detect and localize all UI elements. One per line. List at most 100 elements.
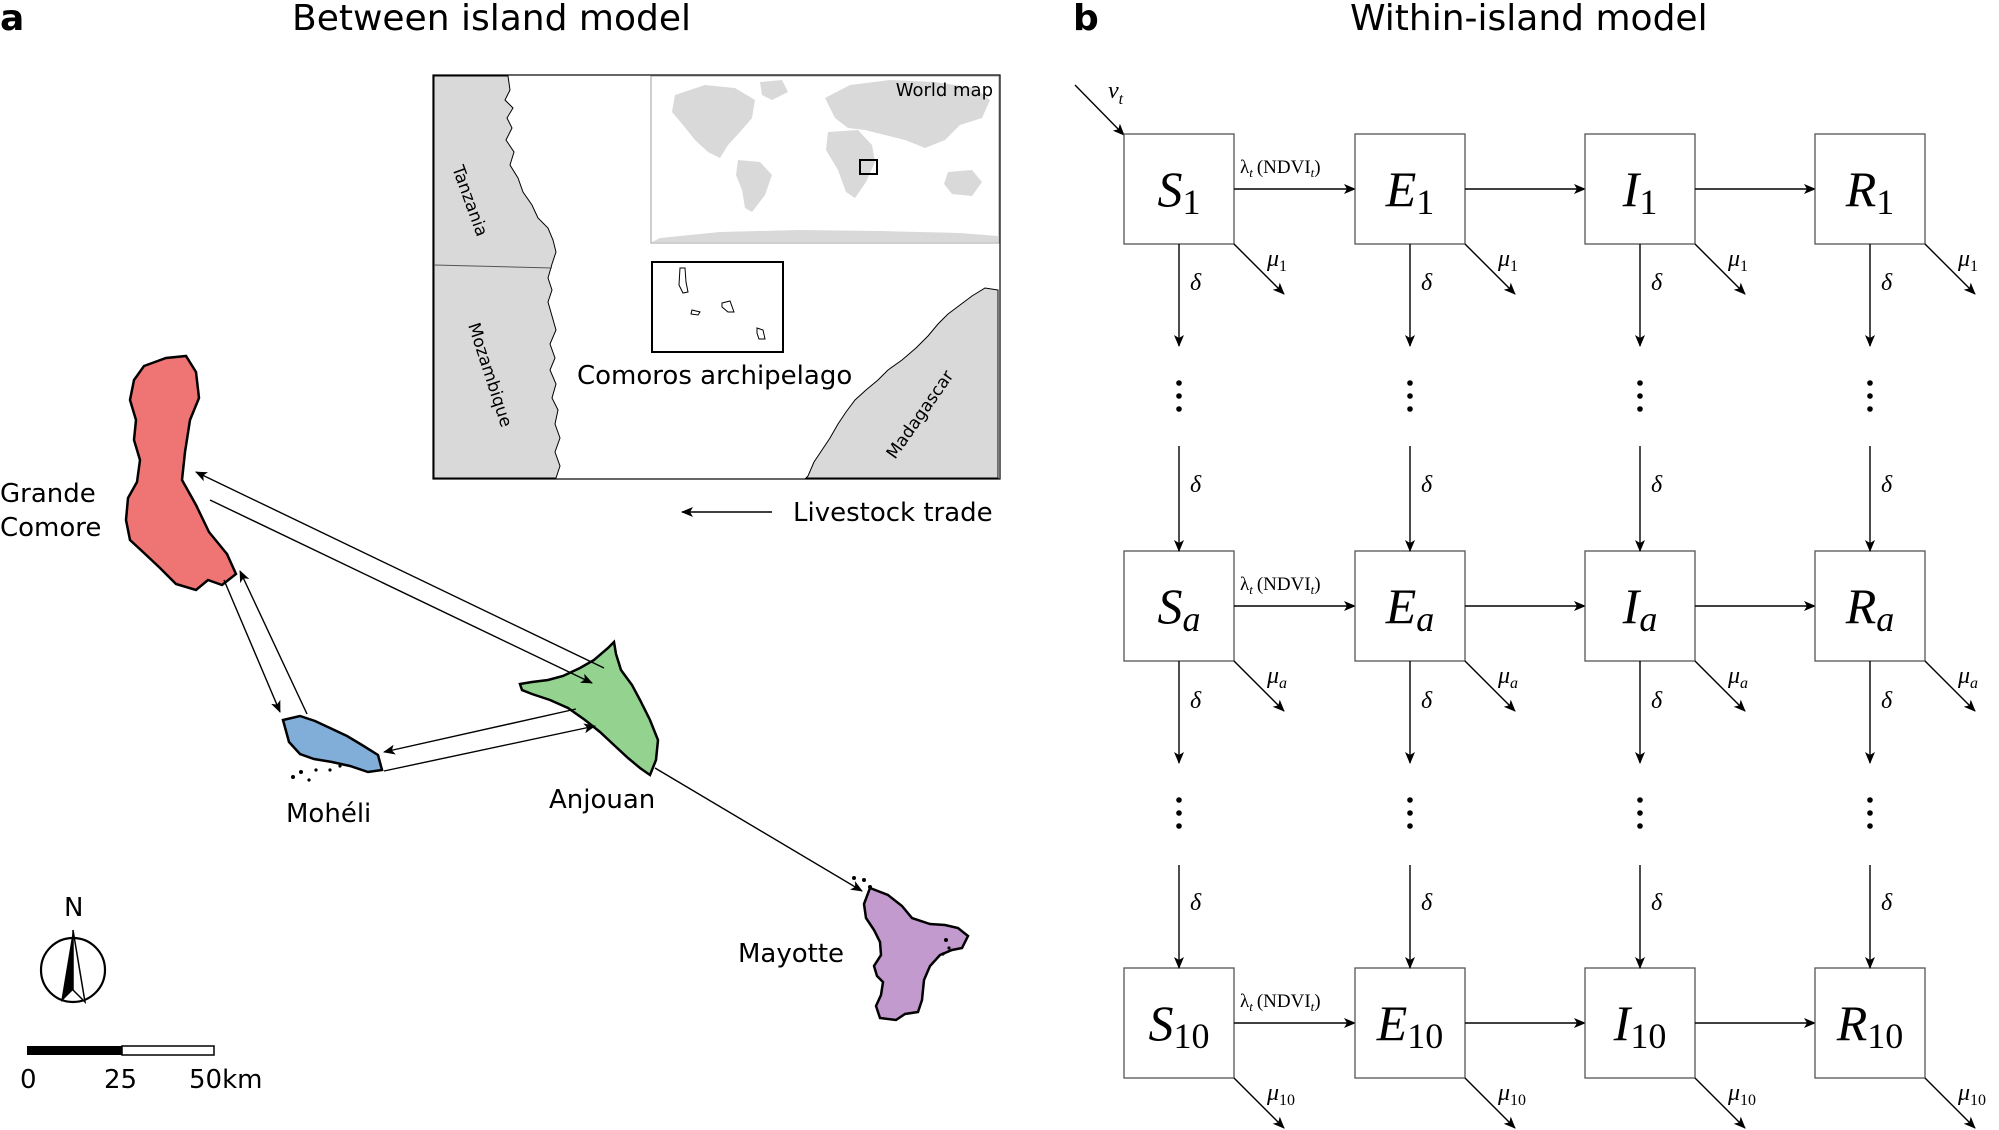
mortality-subscript: 1 [1740,258,1748,275]
trade-moheli-to-anjouan [383,723,596,772]
state-letter: S [1158,578,1183,634]
state-letter: I [1622,161,1642,217]
mortality-subscript: 10 [1970,1092,1986,1109]
ageing-label-i-3: δ [1651,890,1663,916]
mortality-label-e-a: μa [1497,663,1518,692]
state-letter: R [1845,578,1877,634]
state-subscript: 1 [1183,182,1201,222]
ageing-label-s-2: δ [1190,688,1202,714]
mortality-label-s-1: μ1 [1266,246,1287,275]
mortality-arrow-e-a [1464,660,1516,712]
antarctica-shape [652,230,998,242]
eurasia-shape [825,80,990,148]
state-subscript: a [1639,599,1657,639]
compartment-label-s-10: S10 [1149,995,1210,1056]
compartment-s-10 [1123,967,1235,1079]
label-comore: Comore [0,513,101,543]
state-subscript: 10 [1174,1016,1210,1056]
compartment-label-r-1: R1 [1845,161,1895,222]
island-grande-comore [124,354,238,592]
mortality-symbol: μ [1266,663,1279,689]
mortality-label-e-1: μ1 [1497,246,1518,275]
mortality-label-s-10: μ10 [1266,1080,1295,1109]
mortality-symbol: μ [1497,1080,1510,1106]
mortality-arrow-s-a [1233,660,1285,712]
mortality-arrow-e-10 [1464,1077,1516,1129]
island-anjouan [518,639,660,777]
ageing-label-r-2: δ [1881,688,1893,714]
state-letter: I [1613,995,1633,1051]
force-part: ) [1314,991,1320,1012]
force-part: t [1249,165,1253,180]
world-map-inset: World map [650,75,1000,244]
compartment-e-1 [1354,133,1466,245]
mortality-subscript: 10 [1740,1092,1756,1109]
force-of-infection-label-10: λt(NDVIt) [1240,991,1321,1014]
mortality-label-r-10: μ10 [1957,1080,1986,1109]
compartment-label-i-1: I1 [1622,161,1658,222]
ellipsis-s-1 [1176,797,1182,829]
ageing-label-r-3: δ [1881,890,1893,916]
mortality-arrow-i-1 [1694,243,1746,295]
compartment-grid: S1μ1E1μ1I1μ1R1μ1λt(NDVIt)SaμaEaμaIaμaRaμ… [1123,133,1986,1129]
mortality-subscript: a [1970,675,1978,692]
force-part: t [1311,999,1315,1014]
mortality-subscript: 1 [1510,258,1518,275]
mortality-symbol: μ [1957,246,1970,272]
mortality-symbol: μ [1266,1080,1279,1106]
label-anjouan: Anjouan [549,785,655,815]
state-letter: S [1149,995,1174,1051]
force-part: t [1311,582,1315,597]
mortality-arrow-e-1 [1464,243,1516,295]
compartment-label-s-1: S1 [1158,161,1201,222]
mini-mayotte [756,327,766,340]
mortality-label-r-a: μa [1957,663,1978,692]
mortality-subscript: 10 [1279,1092,1295,1109]
mortality-label-i-1: μ1 [1727,246,1748,275]
mortality-arrow-i-a [1694,660,1746,712]
north-america-shape [672,85,755,158]
africa-coast-shape [433,75,561,479]
state-subscript: 1 [1639,182,1657,222]
trade-arrows [195,471,863,892]
ageing-label-r-1: δ [1881,472,1893,498]
force-part: t [1249,582,1253,597]
compartment-s-a [1123,550,1235,662]
state-letter: I [1622,578,1642,634]
label-mayotte: Mayotte [738,939,844,969]
compartment-e-10 [1354,967,1466,1079]
force-part: (NDVI [1257,157,1311,178]
madagascar-shape [804,287,999,479]
compartment-r-10 [1814,967,1926,1079]
mortality-arrow-s-1 [1233,243,1285,295]
ellipsis-r-0 [1867,380,1873,412]
island-mayotte [862,886,970,1022]
moheli-islets [291,764,342,782]
force-part: ) [1314,157,1320,178]
force-part: ) [1314,574,1320,595]
trade-grande-comore-to-anjouan [209,499,593,684]
inflow-label: νt [1108,78,1124,108]
panel-b-letter: b [1073,0,1099,39]
mini-anjouan [721,300,735,313]
north-needle-light [72,929,87,1005]
state-letter: R [1836,995,1868,1051]
mortality-symbol: μ [1497,246,1510,272]
ageing-label-e-0: δ [1421,270,1433,296]
panel-b-title: Within-island model [1350,0,1708,39]
label-moheli: Mohéli [286,799,371,829]
legend-label: Livestock trade [793,498,993,528]
mortality-subscript: 1 [1970,258,1978,275]
state-subscript: a [1416,599,1434,639]
ageing-label-e-3: δ [1421,890,1433,916]
panel-a-letter: a [0,0,24,39]
force-part: (NDVI [1257,574,1311,595]
compartment-s-1 [1123,133,1235,245]
scale-label-0: 0 [20,1065,37,1095]
greenland-shape [760,80,788,100]
ageing-label-s-1: δ [1190,472,1202,498]
mortality-arrow-r-1 [1924,243,1976,295]
island-moheli [281,714,384,774]
mortality-symbol: μ [1727,246,1740,272]
